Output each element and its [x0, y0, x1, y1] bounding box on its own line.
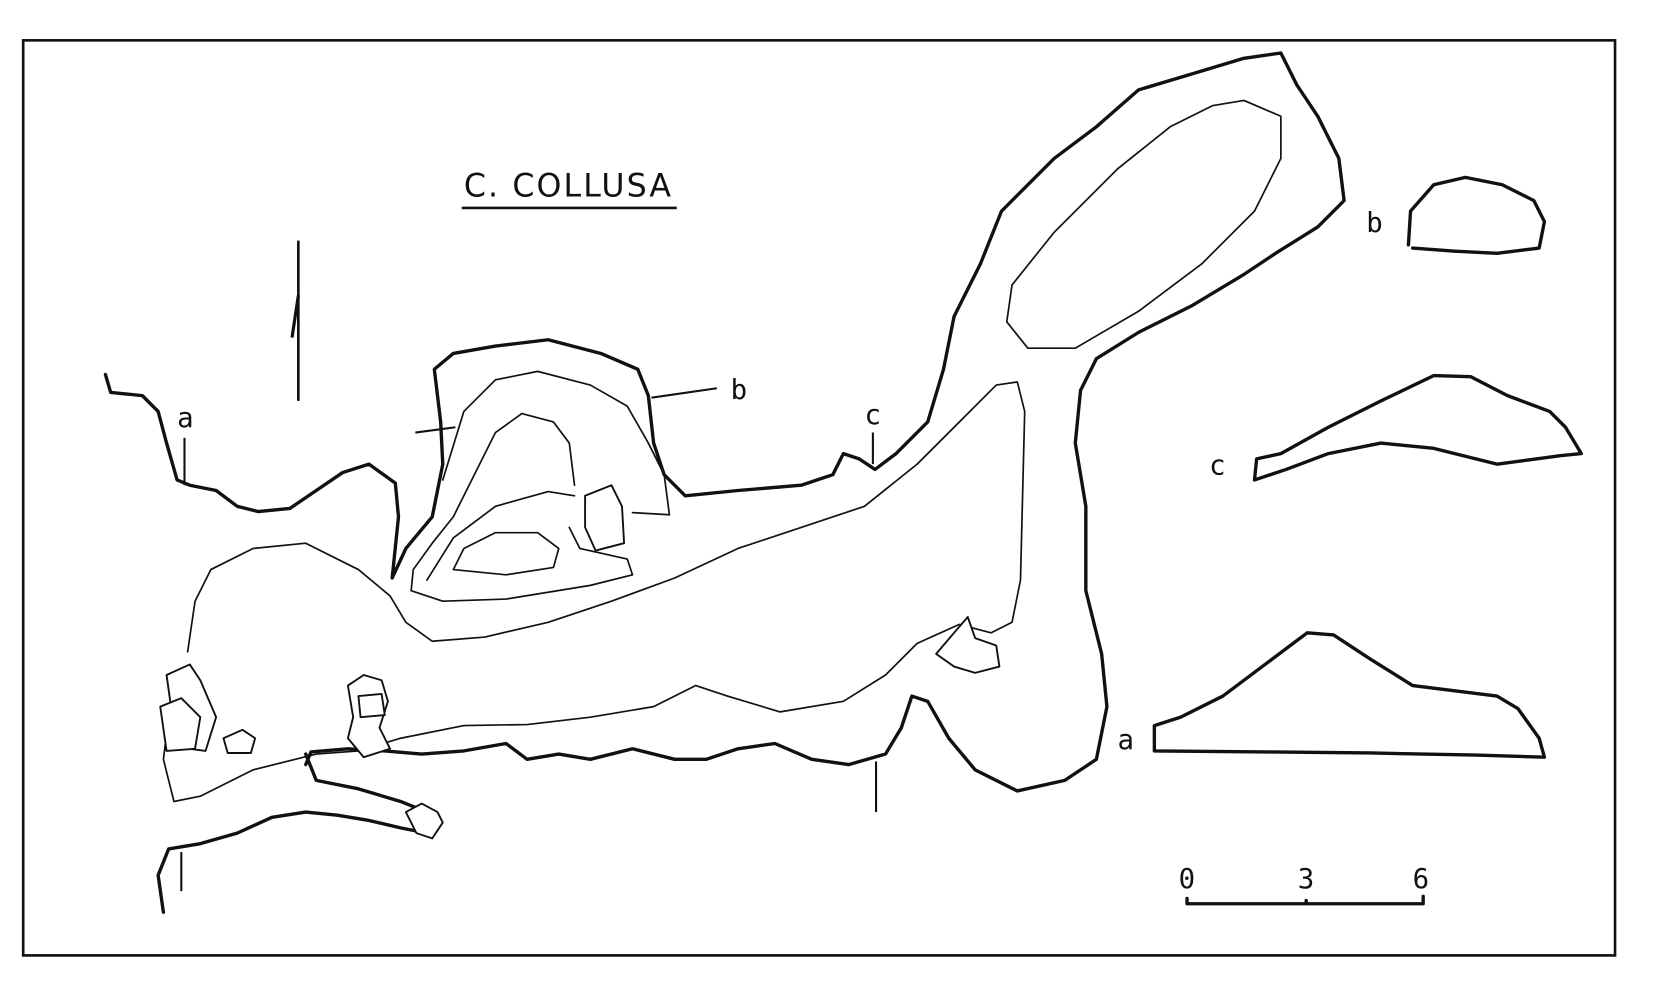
contour-north-chamber: [1005, 99, 1282, 350]
rock-blocks: [159, 484, 1001, 840]
contour-side-chamber-outer: [410, 370, 671, 603]
map-title: C. COLLUSA: [461, 168, 677, 210]
contour-main-gallery: [162, 381, 1026, 803]
section-label-a-plan: a: [177, 403, 193, 434]
scale-bar: 0 3 6: [1179, 864, 1430, 906]
section-label-c-plan: c: [864, 400, 881, 431]
section-label-c: c: [1209, 451, 1225, 482]
cave-outline-upper-wall: [103, 51, 1346, 793]
map-title-text: C. COLLUSA: [464, 168, 673, 204]
map-frame: [21, 39, 1617, 957]
scale-tick-6: 6: [1413, 864, 1430, 895]
section-label-b-plan: b: [731, 375, 748, 406]
cross-section-c: c: [1209, 373, 1584, 482]
section-label-b: b: [1366, 208, 1382, 239]
contour-side-chamber-inner: [452, 531, 560, 576]
north-arrow: [290, 240, 300, 401]
scale-tick-3: 3: [1298, 864, 1315, 895]
cross-section-a: a: [1117, 631, 1547, 759]
cross-section-b: b: [1366, 175, 1547, 255]
scale-tick-0: 0: [1179, 864, 1196, 895]
section-label-a: a: [1117, 725, 1133, 756]
contour-side-chamber-mid: [426, 490, 576, 581]
cave-outline-lower-branch: [156, 752, 429, 914]
section-markers: a b c: [177, 375, 881, 892]
